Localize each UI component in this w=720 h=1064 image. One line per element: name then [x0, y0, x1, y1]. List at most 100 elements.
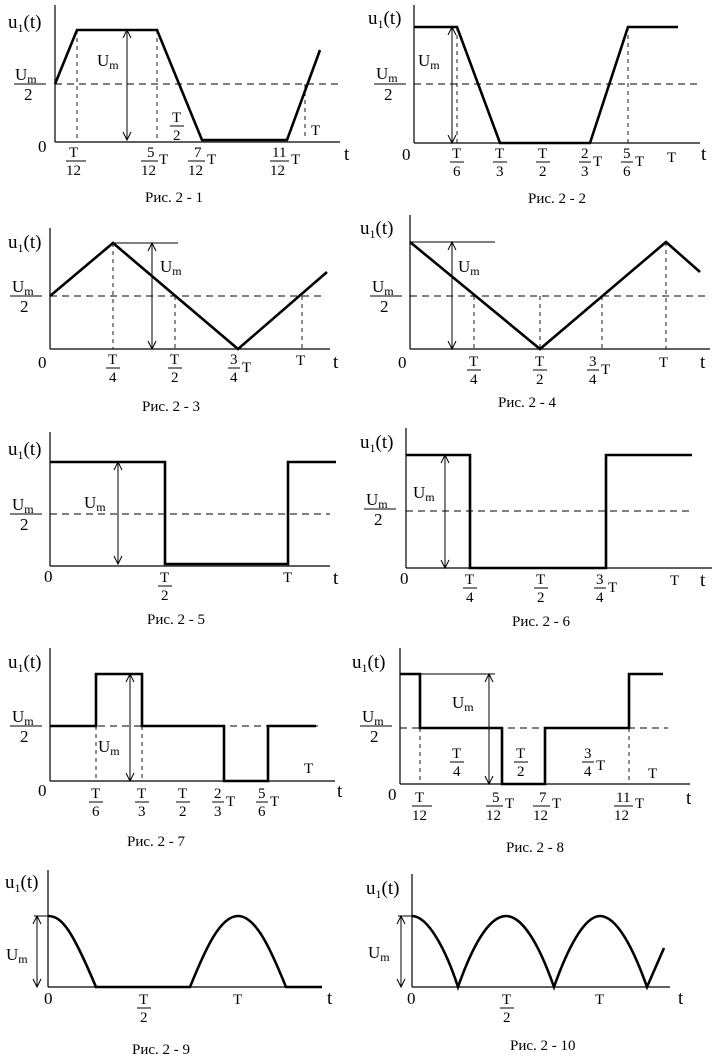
waveform-fig8 — [400, 672, 663, 786]
um-half-fig7: Um — [12, 707, 34, 728]
t-axis-label-fig1: t — [344, 144, 350, 165]
tick-5-12-T-fig8: T — [505, 796, 514, 812]
tick-T2-den-fig9: 2 — [140, 1010, 148, 1026]
tick-T6-num: T — [452, 146, 461, 162]
tick-T12-den: 12 — [66, 163, 81, 179]
tick-3-4-num-fig4: 3 — [589, 354, 597, 370]
tick-11-12-num-fig8: 11 — [616, 790, 630, 806]
um-label-fig1: Um — [97, 51, 119, 72]
um-arrowhead-top-fig1 — [122, 28, 132, 39]
tick-T-fig2: T — [667, 150, 676, 166]
um-label-fig2: Um — [418, 51, 440, 72]
u1-label-fig10: u1(t) — [366, 878, 399, 901]
um-arrowhead-bottom-fig1 — [122, 131, 132, 142]
caption-fig3: Рис. 2 - 3 — [142, 399, 200, 415]
caption-fig4: Рис. 2 - 4 — [498, 395, 557, 411]
tick-T3-num-fig7: T — [137, 786, 146, 802]
tick-T2-den-fig4: 2 — [536, 372, 544, 388]
tick-2-3-den-fig2: 3 — [581, 164, 589, 180]
tick-11-12-num: 11 — [272, 145, 286, 161]
t-axis-label-fig6: t — [700, 570, 706, 591]
tick-T-fig7: T — [304, 761, 313, 777]
um-arrowhead-top-fig5 — [113, 460, 123, 471]
t-axis-label-fig5: t — [333, 568, 339, 589]
tick-5-12-num: 5 — [147, 145, 155, 161]
waveform-fig4 — [409, 240, 701, 351]
tick-7-12-num: 7 — [194, 145, 202, 161]
t-axis-label-fig7: t — [337, 781, 343, 802]
um-arrowhead-top-fig6 — [440, 453, 450, 464]
origin-label-fig10: 0 — [407, 989, 416, 1008]
origin-label-fig5: 0 — [44, 567, 53, 586]
tick-5-12-den-fig8: 12 — [486, 808, 501, 824]
tick-T2-num-fig10: T — [502, 992, 511, 1008]
tick-T-fig9: T — [233, 992, 242, 1008]
figure-2-8: u1(t) 0 t Um 2 Um T 4 T 2 3 4 T T T 12 5 — [352, 648, 692, 856]
tick-T-fig3: T — [296, 353, 305, 369]
tick-T4-num-fig4: T — [469, 354, 478, 370]
caption-fig6: Рис. 2 - 6 — [512, 614, 571, 630]
tick-2-3-den-fig7: 3 — [214, 804, 222, 820]
t-axis-label-fig3: t — [333, 352, 339, 373]
figure-2-3: u1(t) 0 t Um 2 Um T 4 T 2 3 4 T T Рис. 2… — [8, 228, 339, 415]
tick-7-12-T: T — [207, 152, 216, 168]
tick-11-12-T-fig8: T — [635, 796, 644, 812]
tick-3-4-T-fig8: T — [596, 758, 605, 774]
um-arrowhead-top-fig2 — [447, 25, 457, 36]
um-arrowhead-bottom-fig9 — [32, 978, 42, 989]
tick-T12-den-fig8: 12 — [412, 808, 427, 824]
tick-11-12-den-fig8: 12 — [614, 808, 629, 824]
um-half-den-fig3: 2 — [20, 297, 29, 316]
tick-T2-num-fig3: T — [170, 352, 179, 368]
u1-label-fig5: u1(t) — [8, 439, 41, 462]
t-axis-label-fig9: t — [327, 988, 333, 1009]
tick-T2-num-fig9: T — [139, 992, 148, 1008]
um-arrowhead-bottom-fig3 — [147, 340, 157, 351]
u1-label-fig7: u1(t) — [8, 652, 41, 675]
um-half-den-fig5: 2 — [20, 515, 29, 534]
figure-2-6: u1(t) 0 t Um 2 Um T 4 T 2 3 4 T T Рис. 2… — [360, 428, 712, 630]
origin-label-fig7: 0 — [38, 781, 47, 800]
waveform-fig10 — [411, 914, 666, 992]
tick-T4-den-fig6: 4 — [466, 590, 474, 606]
um-arrowhead-top-fig3 — [147, 241, 157, 252]
tick-T2-num-fig4: T — [535, 354, 544, 370]
um-arrowhead-bottom-fig4 — [447, 340, 457, 351]
tick-T2-num-fig2: T — [538, 146, 547, 162]
tick-T3-den-fig7: 3 — [138, 804, 146, 820]
tick-T-fig8: T — [648, 766, 657, 782]
um-arrowhead-bottom-fig8 — [484, 775, 494, 786]
um-arrowhead-top-fig7 — [125, 672, 135, 683]
tick-T2-den-fig10: 2 — [503, 1010, 511, 1026]
tick-T-fig6: T — [670, 573, 679, 589]
tick-2-3-T-fig7: T — [226, 794, 235, 810]
tick-5-12-den: 12 — [141, 163, 156, 179]
um-label-fig4: Um — [458, 257, 480, 278]
t-axis-label-fig2: t — [701, 144, 707, 165]
tick-3-4-num-fig6: 3 — [596, 572, 604, 588]
waveform-fig1 — [53, 28, 322, 142]
figure-2-2: u1(t) 0 t Um 2 Um T 6 T 3 T 2 2 3 T 5 6 … — [368, 5, 707, 207]
tick-3-4-den-fig4: 4 — [589, 372, 597, 388]
tick-7-12-num-fig8: 7 — [539, 790, 547, 806]
tick-5-6-den-fig7: 6 — [258, 804, 266, 820]
caption-fig1: Рис. 2 - 1 — [145, 190, 203, 206]
um-half-den-fig8: 2 — [370, 727, 379, 746]
tick-T2-num-fig1: T — [172, 110, 181, 126]
tick-T4-num-fig3: T — [108, 352, 117, 368]
tick-11-12-T: T — [291, 152, 300, 168]
um-half-den-fig6: 2 — [374, 510, 383, 529]
caption-fig9: Рис. 2 - 9 — [132, 1042, 190, 1058]
tick-T12-num: T — [69, 145, 78, 161]
tick-5-12-T: T — [159, 152, 168, 168]
tick-3-4-num-fig3: 3 — [230, 352, 238, 368]
um-label-fig10: Um — [368, 943, 390, 964]
tick-5-12-num-fig8: 5 — [492, 790, 500, 806]
figure-2-5: u1(t) 0 t Um 2 Um T 2 T Рис. 2 - 5 — [8, 432, 339, 628]
um-half-fig2: Um — [376, 64, 398, 85]
um-half-den-fig1: 2 — [24, 85, 33, 104]
um-half-fig5: Um — [12, 495, 34, 516]
tick-T6-den: 6 — [453, 164, 461, 180]
tick-T2-den-fig5: 2 — [161, 588, 169, 604]
um-half-fig1: Um — [15, 65, 37, 86]
